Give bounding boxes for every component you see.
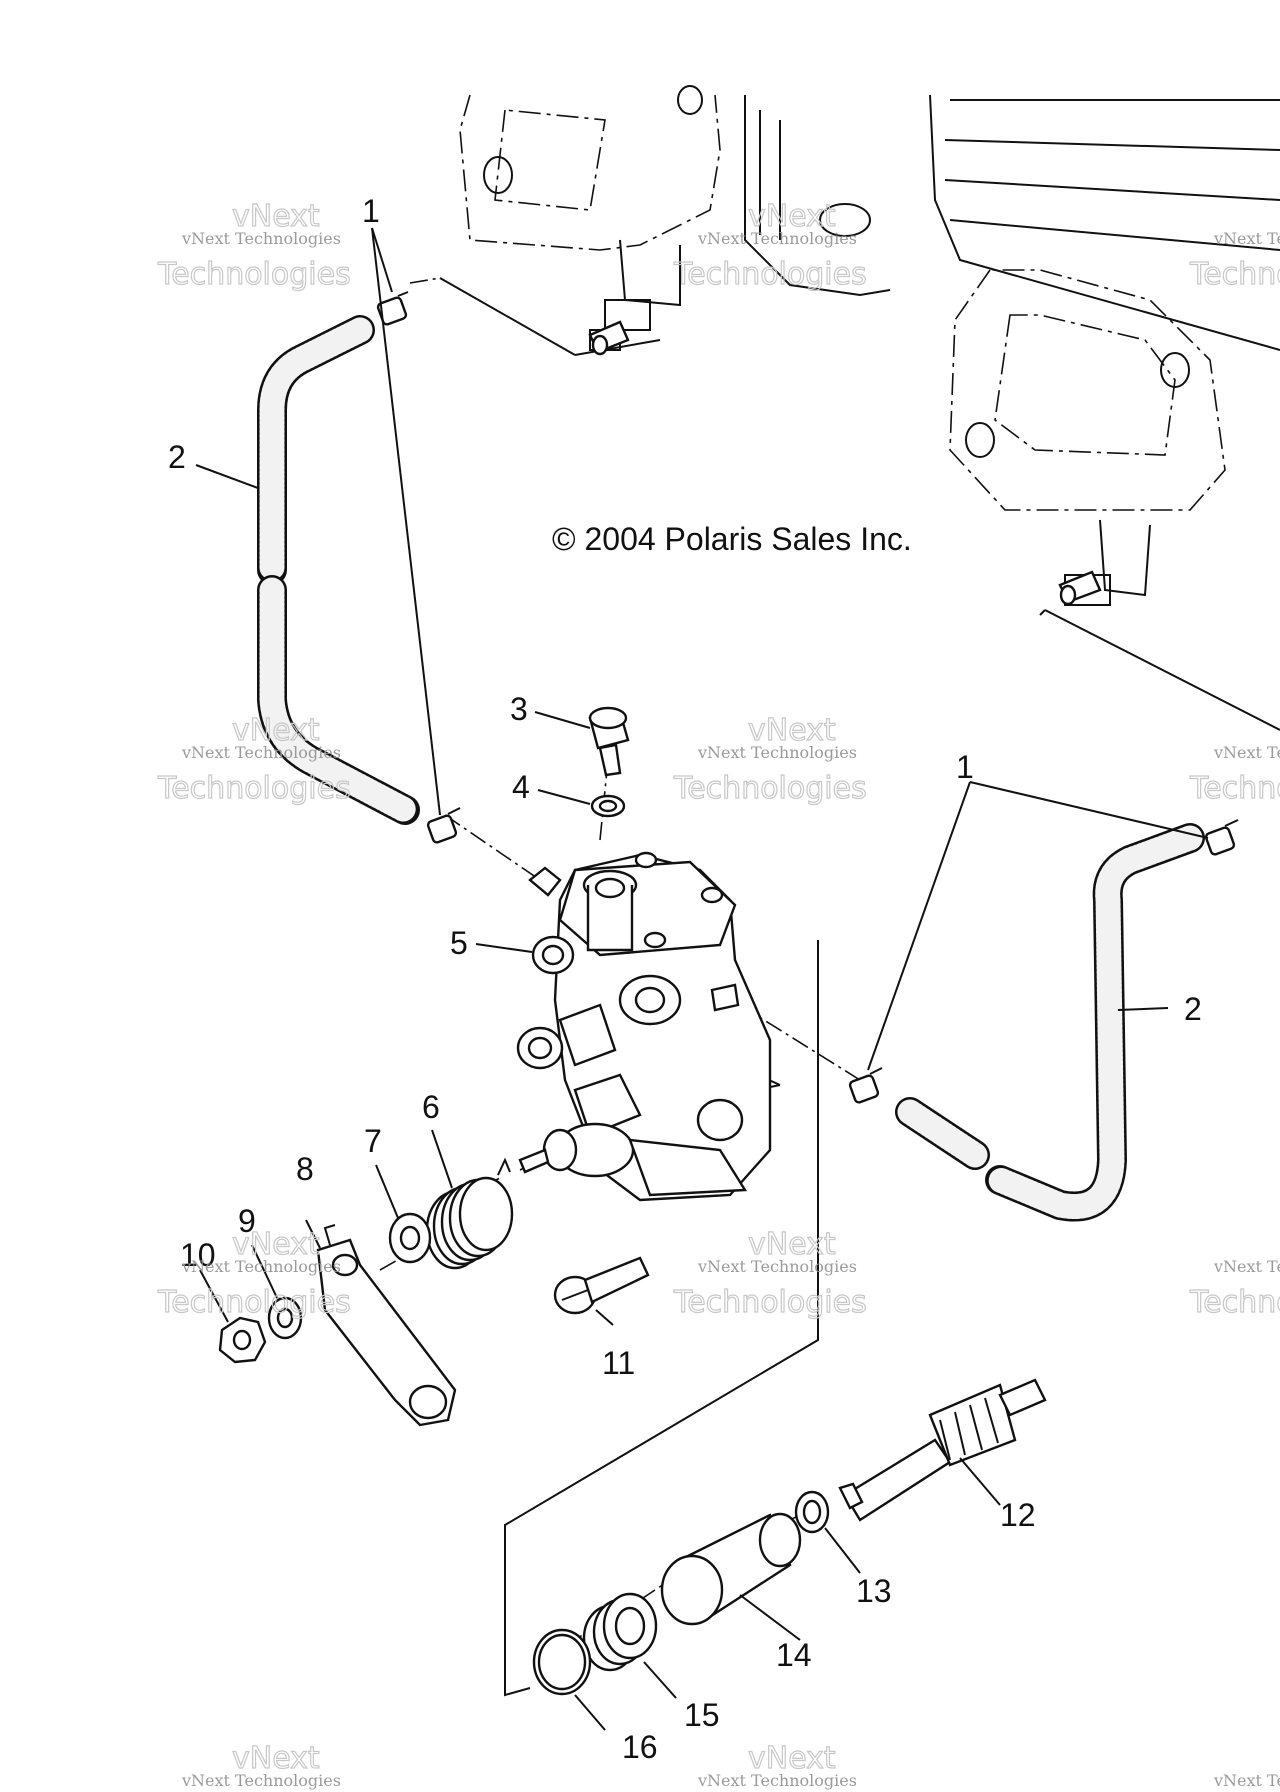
watermark-r2: vNext Technologies Technologies — [1188, 743, 1280, 807]
watermark-mm: vNext Technologies vNext Technologies — [672, 712, 867, 806]
watermark-tm: vNext Technologies vNext Technologies — [672, 198, 867, 292]
callout-5: 5 — [450, 925, 468, 961]
clamp-top-left — [376, 291, 409, 326]
callout-1-top: 1 — [362, 193, 380, 229]
svg-text:Technologies: Technologies — [1189, 1285, 1280, 1320]
svg-text:vNext Technologies: vNext Technologies — [697, 743, 857, 762]
watermark-bl: vNext Technologies vNext — [181, 1740, 341, 1790]
callout-7: 7 — [364, 1123, 382, 1159]
watermark-bm: vNext Technologies vNext — [697, 1740, 857, 1790]
svg-text:Technologies: Technologies — [1189, 257, 1280, 292]
drive-gear-shaft — [838, 1378, 1047, 1522]
svg-text:Technologies: Technologies — [673, 257, 867, 292]
hose-right-upper — [985, 823, 1205, 1222]
svg-text:Technologies: Technologies — [157, 257, 351, 292]
return-spring — [425, 1157, 514, 1270]
watermark-r1: vNext Technologies Technologies — [1188, 229, 1280, 293]
callout-6: 6 — [422, 1089, 440, 1125]
callout-14: 14 — [776, 1637, 812, 1673]
callout-3: 3 — [510, 691, 528, 727]
svg-text:Technologies: Technologies — [157, 1285, 351, 1320]
watermark-lm: vNext Technologies vNext Technologies — [672, 1226, 867, 1320]
banjo-screw — [588, 706, 630, 777]
routing-lines — [379, 277, 1280, 1697]
cylinder-outline-left — [459, 85, 891, 351]
o-ring — [532, 1628, 592, 1696]
svg-text:Technologies: Technologies — [1189, 771, 1280, 806]
svg-text:vNext Technologies: vNext Technologies — [697, 1257, 857, 1276]
lever-nut — [218, 1316, 267, 1364]
lever-washer — [388, 1212, 432, 1264]
callout-10: 10 — [180, 1237, 216, 1273]
callout-2-right: 2 — [1184, 991, 1202, 1027]
lock-washer — [267, 1296, 303, 1340]
callout-labels: 1 2 3 4 5 1 2 6 7 8 9 10 11 12 13 14 15 … — [168, 193, 1202, 1765]
svg-text:vNext Technologies: vNext Technologies — [1213, 1771, 1280, 1790]
pump-lever — [316, 1224, 457, 1427]
thrust-washer — [794, 1490, 830, 1534]
svg-text:vNext: vNext — [748, 199, 836, 234]
clamp-right-lower — [848, 1067, 883, 1104]
callout-1-right: 1 — [956, 749, 974, 785]
callout-9: 9 — [238, 1203, 256, 1239]
svg-text:vNext: vNext — [232, 1741, 320, 1776]
callout-4: 4 — [512, 769, 530, 805]
callout-13: 13 — [856, 1573, 892, 1609]
svg-text:vNext Technologies: vNext Technologies — [1213, 743, 1280, 762]
gear-bushing — [660, 1512, 802, 1626]
cylinder-outline-right — [929, 94, 1280, 606]
svg-text:vNext Technologies: vNext Technologies — [181, 1771, 341, 1790]
hose-right-short — [895, 1097, 990, 1170]
watermark-tl: vNext Technologies vNext Technologies — [156, 198, 351, 292]
svg-text:Technologies: Technologies — [157, 771, 351, 806]
leader-lines — [195, 227, 1209, 1731]
hose-left-lower — [257, 575, 420, 825]
sealing-washer — [590, 794, 626, 818]
callout-15: 15 — [684, 1697, 720, 1733]
oil-seal — [582, 1592, 658, 1672]
svg-text:vNext Technologies: vNext Technologies — [181, 743, 341, 762]
svg-text:vNext: vNext — [232, 199, 320, 234]
watermark-ml: vNext Technologies vNext Technologies — [156, 712, 351, 806]
watermark-r4: vNext Technologies — [1213, 1771, 1280, 1790]
svg-text:vNext Technologies: vNext Technologies — [181, 229, 341, 248]
clamp-mid-left — [426, 807, 461, 844]
callout-11: 11 — [602, 1345, 635, 1381]
svg-text:vNext: vNext — [232, 1227, 320, 1262]
watermark-r3: vNext Technologies Technologies — [1188, 1257, 1280, 1321]
svg-text:vNext Technologies: vNext Technologies — [697, 229, 857, 248]
callout-8: 8 — [296, 1151, 314, 1187]
callout-2-left: 2 — [168, 439, 186, 475]
svg-text:vNext Technologies: vNext Technologies — [1213, 229, 1280, 248]
svg-text:vNext Technologies: vNext Technologies — [1213, 1257, 1280, 1276]
pump-mount-screw — [553, 1256, 650, 1315]
callout-16: 16 — [622, 1729, 658, 1765]
svg-text:vNext: vNext — [232, 713, 320, 748]
svg-text:vNext Technologies: vNext Technologies — [181, 1257, 341, 1276]
svg-text:vNext: vNext — [748, 713, 836, 748]
cylinder-nipple-left — [588, 320, 630, 356]
svg-text:Technologies: Technologies — [673, 1285, 867, 1320]
svg-text:Technologies: Technologies — [673, 771, 867, 806]
svg-text:vNext: vNext — [748, 1227, 836, 1262]
clamp-right-upper — [1204, 819, 1239, 856]
svg-text:vNext: vNext — [748, 1741, 836, 1776]
copyright-notice: © 2004 Polaris Sales Inc. — [552, 521, 912, 557]
cylinder-nipple-right — [1058, 570, 1102, 606]
watermark-ll: vNext Technologies vNext Technologies — [156, 1226, 351, 1320]
callout-12: 12 — [1000, 1497, 1036, 1533]
svg-text:vNext Technologies: vNext Technologies — [697, 1771, 857, 1790]
oil-pump-body — [516, 851, 772, 1202]
hose-left-upper — [257, 315, 375, 585]
